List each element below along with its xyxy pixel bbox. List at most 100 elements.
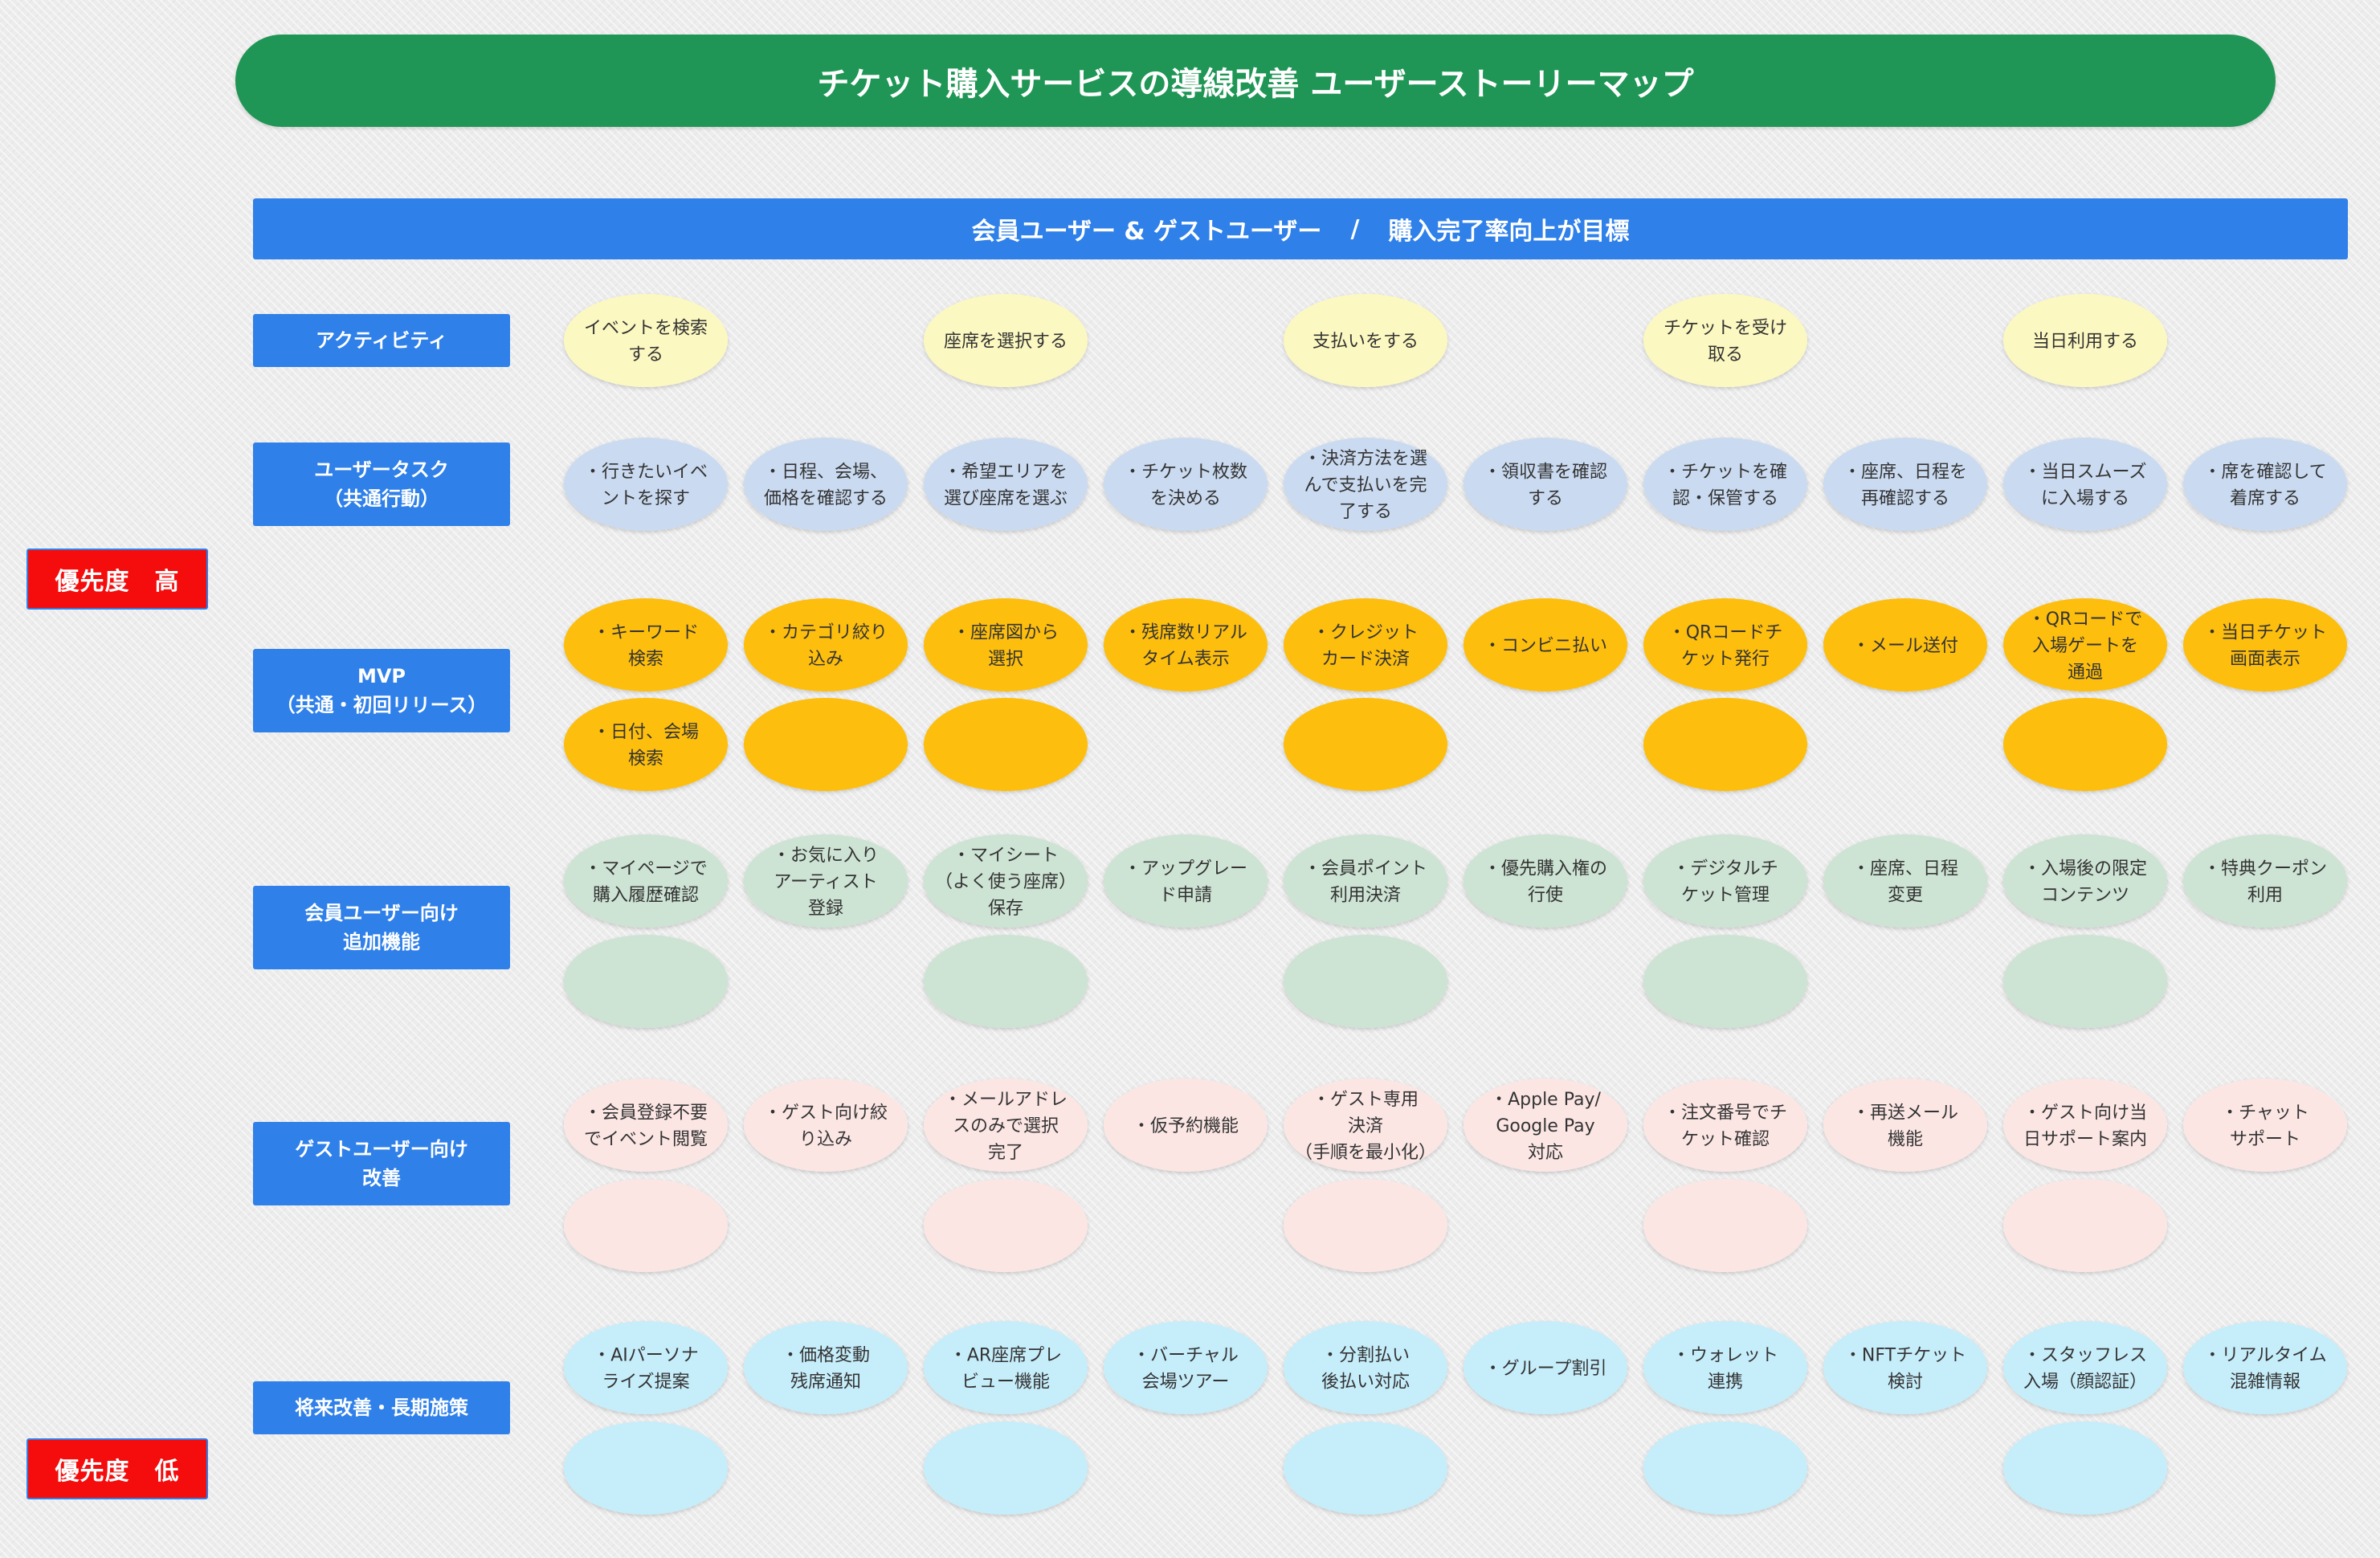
story-card [2183,598,2347,691]
empty-story-card [924,935,1088,1028]
story-card [1823,438,1987,531]
empty-story-card [1643,1421,1807,1515]
story-card [1284,438,1447,531]
story-card [1643,598,1807,691]
story-card-text: ・メールアドレスのみで選択完了 [944,1090,1068,1163]
story-card [1643,1321,1807,1414]
story-card-text: ・座席、日程変更 [1852,859,1958,905]
story-card-text: ・日程、会場、価格を確認する [764,462,888,508]
story-card-text: ・当日スムーズに入場する [2024,462,2147,508]
story-card-text: イベントを検索する [584,318,708,365]
story-card [2003,294,2167,387]
story-card [564,834,728,928]
story-card-text: ・会員登録不要でイベント閲覧 [584,1103,708,1149]
story-card-text: ・ゲスト専用決済（手順を最小化） [1295,1090,1436,1163]
story-card [1464,1079,1627,1172]
row-label-line: 改善 [362,1167,401,1189]
story-card-text: ・領収書を確認する [1484,462,1607,508]
story-card [1643,438,1807,531]
story-card [1284,834,1447,928]
row-label-line: 会員ユーザー向け [304,902,459,924]
story-card [744,438,908,531]
story-card-text: ・日付、会場検索 [593,722,699,769]
story-card-text: ・カテゴリ絞り込み [764,622,888,669]
story-card [2003,438,2167,531]
story-card-text: 座席を選択する [944,332,1068,352]
story-card-text: ・分割払い後払い対応 [1321,1345,1410,1392]
story-card [1104,1321,1268,1414]
story-card [2003,598,2167,691]
target-users-bar: 会員ユーザー & ゲストユーザー / 購入完了率向上が目標 [253,198,2348,259]
story-card-text: ・マイページで購入履歴確認 [584,859,708,905]
story-card [2183,438,2347,531]
empty-story-card [564,935,728,1028]
empty-story-card [1643,698,1807,791]
story-card [744,1321,908,1414]
story-card-text: ・残席数リアルタイム表示 [1124,622,1247,669]
story-card-text: ・座席、日程を再確認する [1843,462,1967,508]
story-card-text: ・NFTチケット検討 [1844,1345,1966,1392]
story-card-text: ・席を確認して着席する [2203,462,2326,508]
subtitle-separator: / [1350,214,1360,243]
story-card [2003,1321,2167,1414]
row-label-member: 会員ユーザー向け 追加機能 [253,886,510,969]
empty-story-card [1643,1179,1807,1272]
story-card [1643,834,1807,928]
story-card [924,834,1088,928]
story-card [1643,294,1807,387]
story-card [2183,1079,2347,1172]
empty-story-card [564,1179,728,1272]
priority-low-label: 優先度 低 [27,1438,208,1499]
row-label-line: 将来改善・長期施策 [295,1397,468,1419]
story-card [1464,834,1627,928]
story-card [744,598,908,691]
story-card-text: ・入場後の限定コンテンツ [2023,859,2147,905]
story-card-text: ・会員ポイント利用決済 [1304,859,1427,905]
story-card [2183,834,2347,928]
empty-story-card [924,1179,1088,1272]
target-users-text: 会員ユーザー & ゲストユーザー [971,218,1322,246]
story-card-text: ・マイシート（よく使う座席）保存 [935,846,1076,919]
story-card [2003,834,2167,928]
story-card-text: ・グループ割引 [1484,1359,1607,1379]
row-label-line: 追加機能 [343,931,420,953]
story-card [2183,1321,2347,1414]
story-card-text: ・AIパーソナライズ提案 [593,1345,699,1392]
story-card-text: ・クレジットカード決済 [1312,622,1419,669]
story-card-text: ・お気に入りアーティスト登録 [773,846,879,919]
story-card-text: ・ゲスト向け絞り込み [764,1103,888,1149]
story-card-text: 支払いをする [1312,332,1419,352]
story-card-text: ・当日チケット画面表示 [2203,622,2327,669]
story-card [564,698,728,791]
story-card [1823,598,1987,691]
story-card [1823,834,1987,928]
row-label-line: （共通・初回リリース） [276,694,488,716]
empty-story-card [1284,1179,1447,1272]
story-card [1104,834,1268,928]
empty-story-card [1643,935,1807,1028]
story-card [1464,598,1627,691]
priority-high-label: 優先度 高 [27,549,208,610]
story-card [1823,1321,1987,1414]
empty-story-card [924,698,1088,791]
story-card-text: チケットを受け取る [1664,318,1787,365]
story-card-text: ・仮予約機能 [1133,1116,1239,1136]
empty-story-card [2003,1421,2167,1515]
story-card [924,1321,1088,1414]
row-label-line: ゲストユーザー向け [295,1138,468,1160]
story-card-text: ・コンビニ払い [1484,636,1607,656]
story-card [564,1079,728,1172]
empty-story-card [744,698,908,791]
empty-story-card [564,1421,728,1515]
row-label-guest: ゲストユーザー向け 改善 [253,1122,510,1205]
empty-story-card [1284,1421,1447,1515]
story-card-text: ・決済方法を選んで支払いを完了する [1304,449,1427,522]
empty-story-card [1284,935,1447,1028]
story-card [924,438,1088,531]
story-card-text: ・特典クーポン利用 [2203,859,2327,905]
story-card-text: ・価格変動残席通知 [782,1345,870,1392]
story-card [564,598,728,691]
row-label-activity: アクティビティ [253,314,510,367]
story-card [1104,438,1268,531]
story-card [2003,1079,2167,1172]
